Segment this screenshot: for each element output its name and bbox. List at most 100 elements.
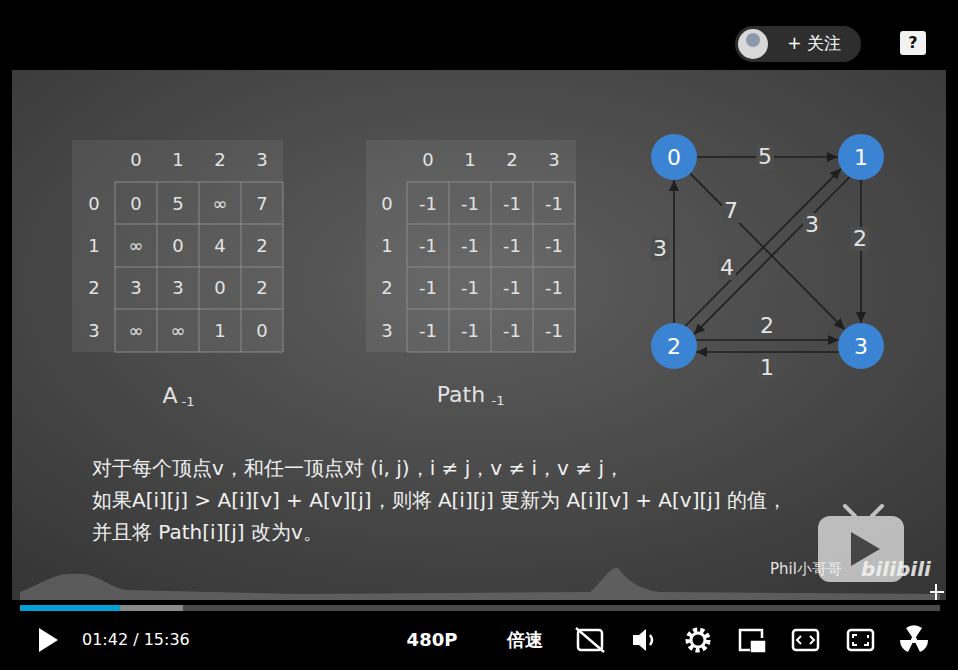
edge-weight: 7 xyxy=(722,199,740,223)
column-index: 2 xyxy=(214,150,225,171)
table-cell: -1 xyxy=(503,278,521,299)
matrix-a xyxy=(72,140,283,352)
table-cell: ∞ xyxy=(213,194,228,215)
speed-button: 倍速 xyxy=(507,630,543,651)
table-cell: -1 xyxy=(545,278,563,299)
follow-text: + 关注 xyxy=(787,34,841,54)
widescreen-icon xyxy=(793,630,818,650)
radiation-icon xyxy=(900,625,928,652)
vertex-label: 3 xyxy=(854,334,868,359)
graph-edge xyxy=(696,351,839,353)
volume-icon xyxy=(633,629,652,651)
column-index: 1 xyxy=(172,150,183,171)
table-cell: ∞ xyxy=(171,321,186,342)
row-index: 2 xyxy=(381,278,392,299)
graph-vertex: 0 xyxy=(651,134,697,180)
table-cell: 3 xyxy=(130,278,141,299)
table-cell: -1 xyxy=(419,321,437,342)
column-index: 3 xyxy=(548,150,559,171)
row-index: 3 xyxy=(88,321,99,342)
bilibili-watermark: bilibili xyxy=(861,558,931,581)
graph-edge xyxy=(860,180,862,323)
video-area xyxy=(12,70,946,600)
row-index: 0 xyxy=(88,194,99,215)
vertex-label: 1 xyxy=(854,145,868,170)
graph-edge xyxy=(685,169,841,326)
edge-weight: 2 xyxy=(851,227,869,251)
matrix-title: Path xyxy=(437,382,485,407)
graph-edge xyxy=(694,177,850,334)
table-cell: -1 xyxy=(461,194,479,215)
follow-button xyxy=(735,26,861,62)
table-cell: -1 xyxy=(461,278,479,299)
column-index: 3 xyxy=(256,150,267,171)
table-cell: -1 xyxy=(545,236,563,257)
table-cell: -1 xyxy=(419,278,437,299)
quality-button: 480P xyxy=(407,630,458,651)
edge-weight: 3 xyxy=(803,213,821,237)
matrix-subscript: -1 xyxy=(492,394,505,409)
edge-weight: 5 xyxy=(756,145,774,169)
pip-icon xyxy=(740,630,764,651)
table-cell: 2 xyxy=(256,236,267,257)
uploader-watermark: Phil小哥哥 xyxy=(770,561,842,578)
row-index: 0 xyxy=(381,194,392,215)
progress-buffer xyxy=(20,605,183,611)
explanation-line: 如果A[i][j] > A[i][v] + A[v][j]，则将 A[i][j]… xyxy=(92,489,787,512)
graph-vertex: 2 xyxy=(651,323,697,369)
vertex-label: 2 xyxy=(667,334,681,359)
table-cell: -1 xyxy=(419,236,437,257)
table-cell: ∞ xyxy=(129,236,144,257)
graph-edge xyxy=(696,339,839,341)
play-icon xyxy=(39,628,58,652)
column-index: 1 xyxy=(464,150,475,171)
cursor-icon xyxy=(930,584,944,600)
matrix-path xyxy=(366,140,576,352)
vertex-label: 0 xyxy=(667,145,681,170)
avatar-detail xyxy=(746,33,760,47)
avatar xyxy=(738,29,768,59)
table-cell: -1 xyxy=(503,194,521,215)
danmaku-off-icon xyxy=(576,628,604,652)
explanation-line: 对于每个顶点v，和任一顶点对 (i, j)，i ≠ j，v ≠ i，v ≠ j， xyxy=(92,457,624,480)
column-index: 2 xyxy=(506,150,517,171)
fullscreen-icon xyxy=(848,630,873,650)
time-display: 01:42 / 15:36 xyxy=(82,631,190,649)
graph-edge xyxy=(690,173,845,329)
table-cell: 0 xyxy=(130,194,141,215)
column-index: 0 xyxy=(130,150,141,171)
help-icon xyxy=(900,31,926,55)
matrix-title: A xyxy=(162,383,177,408)
table-cell: 4 xyxy=(214,236,225,257)
graph-vertex: 1 xyxy=(838,134,884,180)
table-cell: ∞ xyxy=(129,321,144,342)
row-index: 1 xyxy=(88,236,99,257)
table-cell: -1 xyxy=(545,321,563,342)
table-cell: 3 xyxy=(172,278,183,299)
table-cell: -1 xyxy=(545,194,563,215)
edge-weight: 1 xyxy=(758,356,776,380)
row-index: 3 xyxy=(381,321,392,342)
row-index: 1 xyxy=(381,236,392,257)
matrix-subscript: -1 xyxy=(182,395,195,410)
table-cell: -1 xyxy=(503,321,521,342)
settings-icon xyxy=(688,630,708,650)
explanation-line: 并且将 Path[i][j] 改为v。 xyxy=(92,521,323,544)
edge-weight: 3 xyxy=(651,237,669,261)
table-cell: -1 xyxy=(503,236,521,257)
edge-weight: 2 xyxy=(758,314,776,338)
table-cell: 7 xyxy=(256,194,267,215)
row-index: 2 xyxy=(88,278,99,299)
table-cell: 0 xyxy=(214,278,225,299)
graph-edge xyxy=(673,180,675,323)
help-text: ? xyxy=(908,34,917,52)
table-cell: 0 xyxy=(172,236,183,257)
progress-played xyxy=(20,605,120,611)
edge-weight: 4 xyxy=(718,256,736,280)
column-index: 0 xyxy=(422,150,433,171)
table-cell: 5 xyxy=(172,194,183,215)
table-cell: -1 xyxy=(461,321,479,342)
table-cell: 1 xyxy=(214,321,225,342)
table-cell: 0 xyxy=(256,321,267,342)
